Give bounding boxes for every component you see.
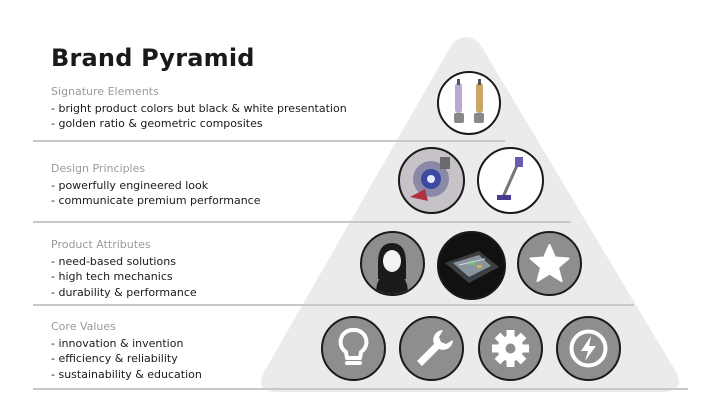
tier-heading: Product Attributes bbox=[51, 238, 151, 251]
tier-divider bbox=[33, 388, 688, 390]
tier-item: durability & performance bbox=[51, 285, 196, 301]
tier-heading: Design Principles bbox=[51, 162, 146, 175]
tier-heading: Signature Elements bbox=[51, 85, 159, 98]
tier-divider bbox=[33, 304, 634, 306]
vacuum-motor-photo bbox=[398, 147, 465, 214]
tier-item: need-based solutions bbox=[51, 254, 197, 270]
tier-product-attributes: Product Attributes need-based solutions … bbox=[51, 237, 197, 300]
tier-divider bbox=[33, 221, 571, 223]
tier-item: innovation & invention bbox=[51, 336, 202, 352]
circuit-board-photo bbox=[437, 231, 506, 300]
upright-vacuums-photo bbox=[437, 71, 501, 135]
star-icon bbox=[517, 231, 582, 296]
tier-item: bright product colors but black & white … bbox=[51, 101, 346, 117]
tier-item: high tech mechanics bbox=[51, 269, 197, 285]
page-title: Brand Pyramid bbox=[51, 44, 255, 72]
stick-vacuum-photo bbox=[477, 147, 544, 214]
tier-signature-elements: Signature Elements bright product colors… bbox=[51, 84, 347, 132]
tier-item: communicate premium performance bbox=[51, 193, 260, 209]
tier-design-principles: Design Principles powerfully engineered … bbox=[51, 161, 260, 209]
tier-item: sustainability & education bbox=[51, 367, 201, 383]
lightbulb-icon bbox=[321, 316, 386, 381]
tier-item: golden ratio & geometric composites bbox=[51, 116, 347, 132]
tier-item: powerfully engineered look bbox=[51, 178, 260, 194]
tier-core-values: Core Values innovation & invention effic… bbox=[51, 319, 202, 382]
engineer-portrait-icon bbox=[360, 231, 425, 296]
gear-icon bbox=[478, 316, 543, 381]
lightning-bolt-icon bbox=[556, 316, 621, 381]
tier-item: efficiency & reliability bbox=[51, 351, 202, 367]
wrench-icon bbox=[399, 316, 464, 381]
tier-heading: Core Values bbox=[51, 320, 116, 333]
tier-divider bbox=[33, 140, 505, 142]
